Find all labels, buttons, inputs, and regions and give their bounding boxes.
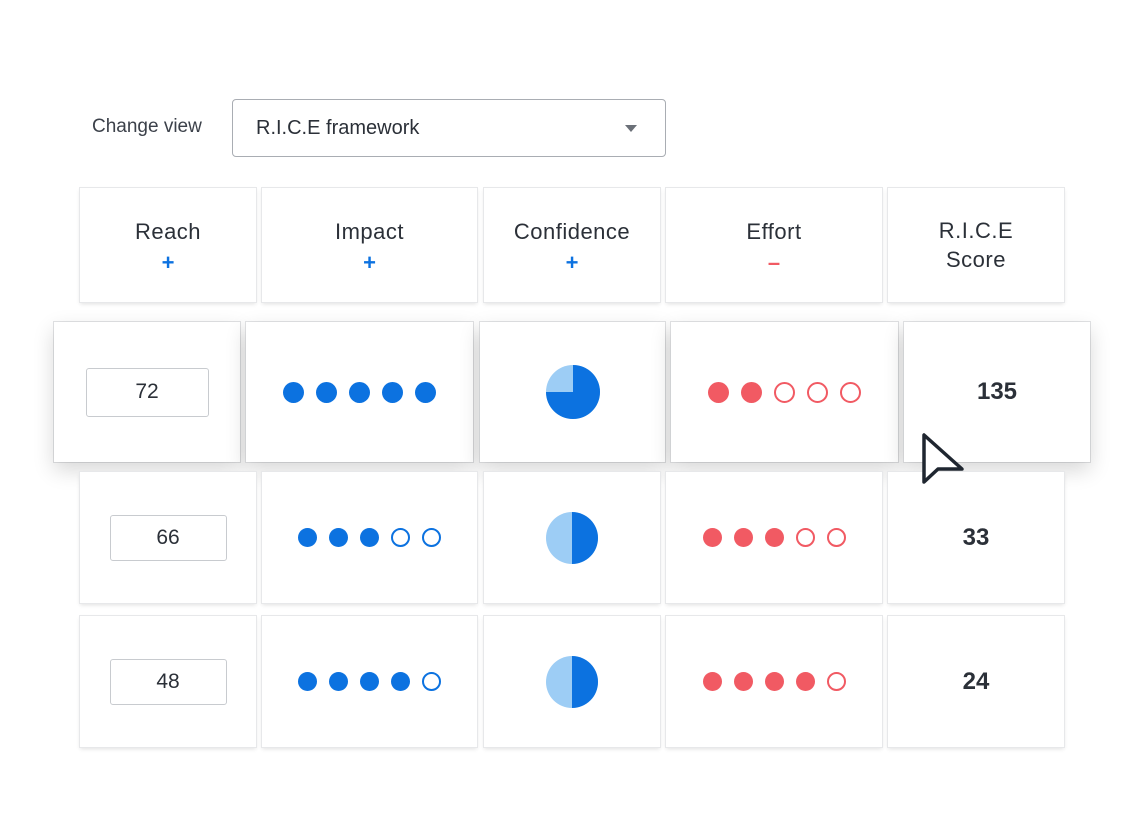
cell-reach: 72 xyxy=(54,322,240,462)
empty-dot-icon[interactable] xyxy=(840,381,861,403)
cell-score: 24 xyxy=(888,616,1064,747)
cell-effort xyxy=(666,616,882,747)
filled-dot-icon[interactable] xyxy=(415,381,436,403)
impact-rating[interactable] xyxy=(298,528,441,547)
cell-score: 33 xyxy=(888,472,1064,603)
filled-dot-icon[interactable] xyxy=(764,672,784,691)
pie-filled-slice xyxy=(572,655,598,708)
filled-dot-icon[interactable] xyxy=(349,381,370,403)
filled-dot-icon[interactable] xyxy=(382,381,403,403)
filled-dot-icon[interactable] xyxy=(391,672,410,691)
mouse-pointer-icon xyxy=(922,433,964,484)
filled-dot-icon[interactable] xyxy=(795,672,815,691)
reach-input[interactable]: 48 xyxy=(109,658,227,705)
effort-rating[interactable] xyxy=(702,672,846,691)
header-impact: Impact + xyxy=(262,188,477,302)
rice-score-value: 24 xyxy=(962,667,990,695)
filled-dot-icon[interactable] xyxy=(702,672,722,691)
cell-reach: 66 xyxy=(80,472,256,603)
filled-dot-icon[interactable] xyxy=(733,528,753,547)
empty-dot-icon[interactable] xyxy=(422,528,441,547)
header-title: Confidence xyxy=(513,218,631,244)
cell-effort xyxy=(671,322,898,462)
header-effort: Effort – xyxy=(666,188,882,302)
effort-rating[interactable] xyxy=(708,381,861,403)
change-view-label: Change view xyxy=(92,116,202,137)
cell-confidence xyxy=(480,322,665,462)
effort-rating[interactable] xyxy=(702,528,846,547)
plus-sign: + xyxy=(161,249,175,275)
filled-dot-icon[interactable] xyxy=(298,528,317,547)
pie-filled-slice xyxy=(572,511,598,564)
confidence-pie-icon[interactable] xyxy=(545,365,600,419)
header-reach: Reach + xyxy=(80,188,256,302)
pie-filled-slice xyxy=(545,365,600,419)
view-select-dropdown[interactable]: R.I.C.E framework xyxy=(232,99,666,157)
filled-dot-icon[interactable] xyxy=(283,381,304,403)
cell-score: 135 xyxy=(904,322,1090,462)
filled-dot-icon[interactable] xyxy=(329,672,348,691)
impact-rating[interactable] xyxy=(283,381,436,403)
filled-dot-icon[interactable] xyxy=(741,381,762,403)
rice-score-value: 135 xyxy=(976,378,1018,405)
empty-dot-icon[interactable] xyxy=(826,528,846,547)
plus-sign: + xyxy=(363,249,376,275)
filled-dot-icon[interactable] xyxy=(316,381,337,403)
filled-dot-icon[interactable] xyxy=(702,528,722,547)
view-select-value: R.I.C.E framework xyxy=(256,117,420,139)
rice-score-value: 33 xyxy=(962,523,990,551)
cell-reach: 48 xyxy=(80,616,256,747)
cell-impact xyxy=(246,322,473,462)
confidence-pie-icon[interactable] xyxy=(546,655,598,708)
cell-effort xyxy=(666,472,882,603)
header-title: Reach xyxy=(134,218,202,244)
header-confidence: Confidence + xyxy=(484,188,660,302)
header-title: Effort xyxy=(746,218,802,244)
empty-dot-icon[interactable] xyxy=(807,381,828,403)
filled-dot-icon[interactable] xyxy=(329,528,348,547)
header-title: Impact xyxy=(334,218,405,244)
empty-dot-icon[interactable] xyxy=(795,528,815,547)
filled-dot-icon[interactable] xyxy=(764,528,784,547)
header-title: R.I.C.E Score xyxy=(938,218,1014,272)
filled-dot-icon[interactable] xyxy=(360,528,379,547)
cell-impact xyxy=(262,472,477,603)
filled-dot-icon[interactable] xyxy=(360,672,379,691)
header-score: R.I.C.E Score xyxy=(888,188,1064,302)
reach-input[interactable]: 72 xyxy=(85,367,209,417)
minus-sign: – xyxy=(767,249,781,275)
empty-dot-icon[interactable] xyxy=(391,528,410,547)
cell-impact xyxy=(262,616,477,747)
empty-dot-icon[interactable] xyxy=(422,672,441,691)
empty-dot-icon[interactable] xyxy=(826,672,846,691)
cell-confidence xyxy=(484,472,660,603)
chevron-down-icon xyxy=(625,125,637,132)
impact-rating[interactable] xyxy=(298,672,441,691)
filled-dot-icon[interactable] xyxy=(708,381,729,403)
plus-sign: + xyxy=(565,249,579,275)
reach-input[interactable]: 66 xyxy=(109,514,227,561)
cell-confidence xyxy=(484,616,660,747)
confidence-pie-icon[interactable] xyxy=(546,511,598,564)
filled-dot-icon[interactable] xyxy=(298,672,317,691)
empty-dot-icon[interactable] xyxy=(774,381,795,403)
filled-dot-icon[interactable] xyxy=(733,672,753,691)
